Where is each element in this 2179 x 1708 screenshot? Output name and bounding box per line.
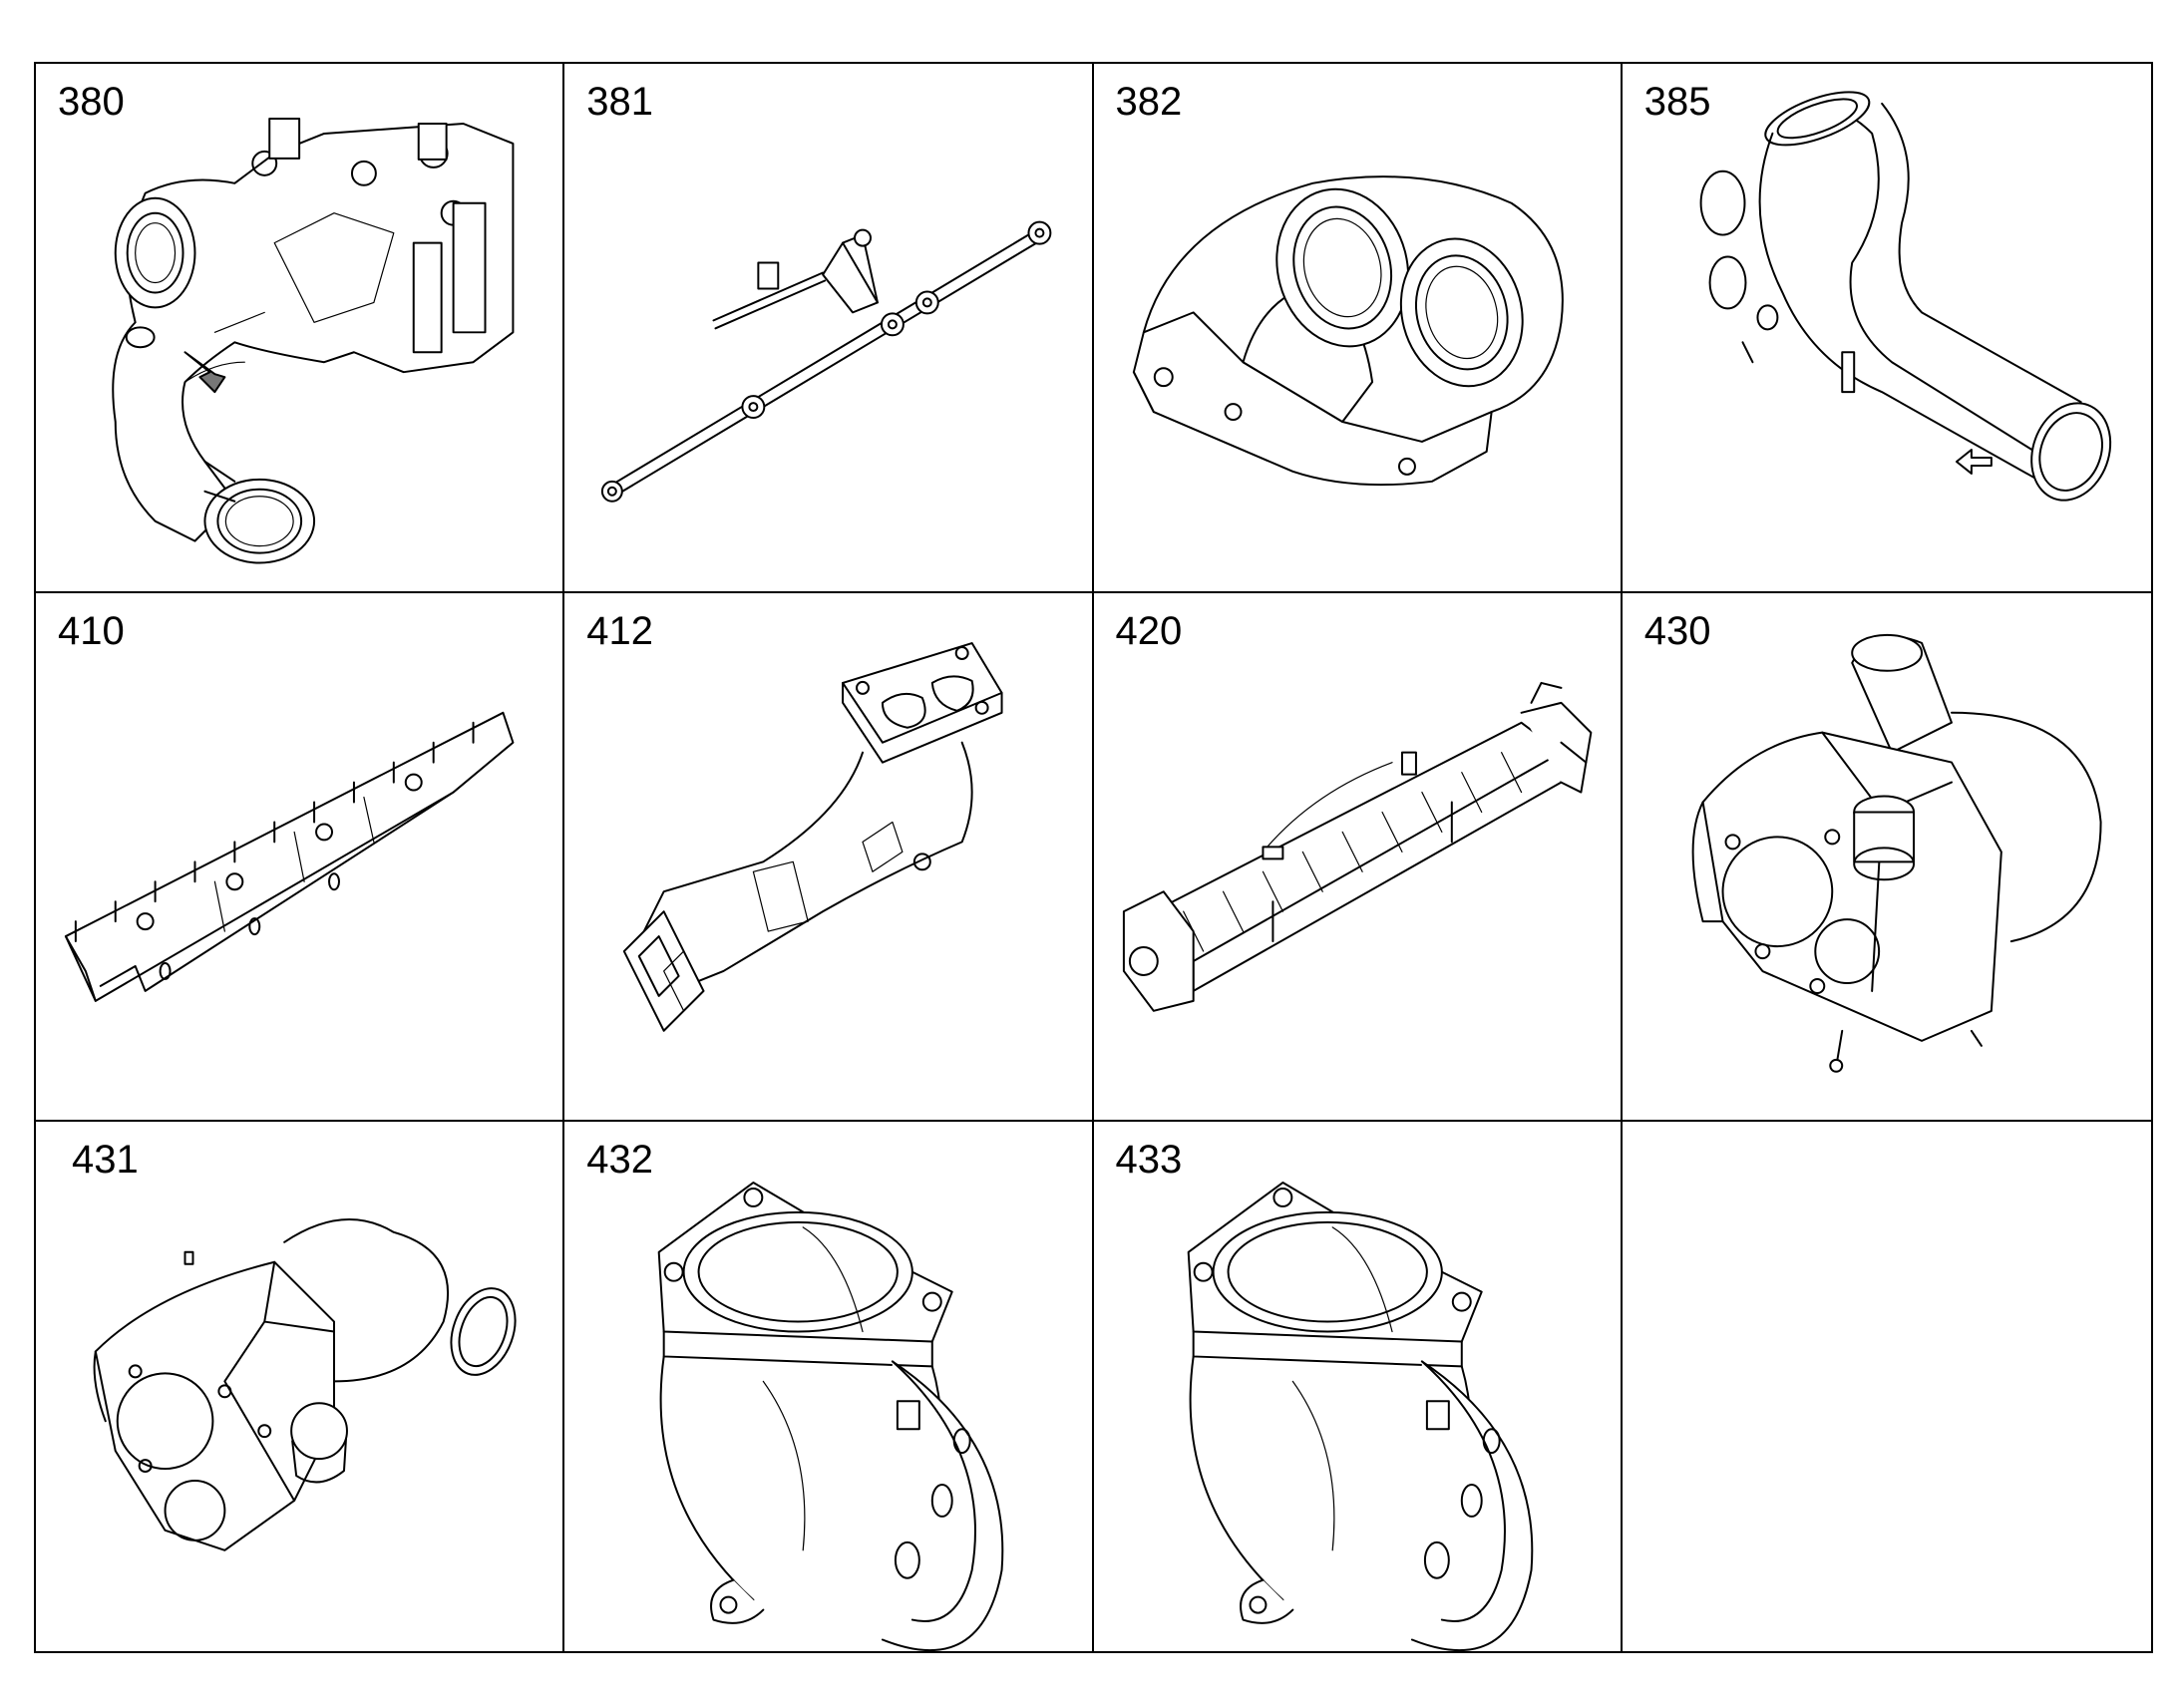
- part-cell-410[interactable]: 410: [36, 592, 565, 1123]
- coolant-pipe-icon: [1699, 91, 2111, 502]
- parts-grid: 380: [36, 64, 2151, 1651]
- part-cell-381[interactable]: 381: [564, 64, 1094, 593]
- part-cell-430[interactable]: 430: [1622, 593, 2151, 1123]
- part-cell-432[interactable]: 432: [564, 1122, 1094, 1651]
- exhaust-elbow-icon: [1187, 1182, 1533, 1651]
- water-pump-housing-icon: [112, 118, 515, 564]
- part-number: 433: [1115, 1138, 1183, 1183]
- oil-line-assembly-icon: [601, 220, 1052, 503]
- part-cell-431[interactable]: 431: [36, 1122, 565, 1651]
- part-number: 380: [58, 80, 125, 124]
- part-cell-420[interactable]: 420: [1093, 592, 1623, 1123]
- turbocharger-heat-shield-icon: [1691, 633, 2102, 1073]
- part-number: 432: [586, 1138, 653, 1183]
- empty-cell: [1623, 1122, 2151, 1651]
- twin-outlet-elbow-icon: [1132, 175, 1564, 487]
- part-number: 412: [586, 608, 653, 653]
- part-cell-412[interactable]: 412: [564, 592, 1094, 1123]
- exhaust-manifold-icon: [623, 641, 1003, 1032]
- part-cell-380[interactable]: 380: [36, 64, 565, 593]
- part-cell-433[interactable]: 433: [1094, 1122, 1623, 1651]
- part-number: 381: [586, 80, 653, 124]
- part-number: 430: [1643, 608, 1711, 653]
- exhaust-manifold-cover-icon: [64, 711, 515, 1002]
- part-number: 420: [1115, 608, 1183, 653]
- part-number: 431: [72, 1138, 139, 1183]
- turbocharger-heat-shield-icon: [93, 1218, 517, 1552]
- exhaust-elbow-icon: [657, 1182, 1004, 1651]
- part-cell-385[interactable]: 385: [1622, 64, 2151, 593]
- part-number: 382: [1115, 80, 1183, 124]
- part-cell-382[interactable]: 382: [1093, 64, 1623, 593]
- egr-cooler-icon: [1122, 681, 1592, 1012]
- parts-illustration-sheet: 380: [34, 62, 2153, 1653]
- part-number: 385: [1643, 80, 1711, 124]
- part-number: 410: [58, 608, 125, 653]
